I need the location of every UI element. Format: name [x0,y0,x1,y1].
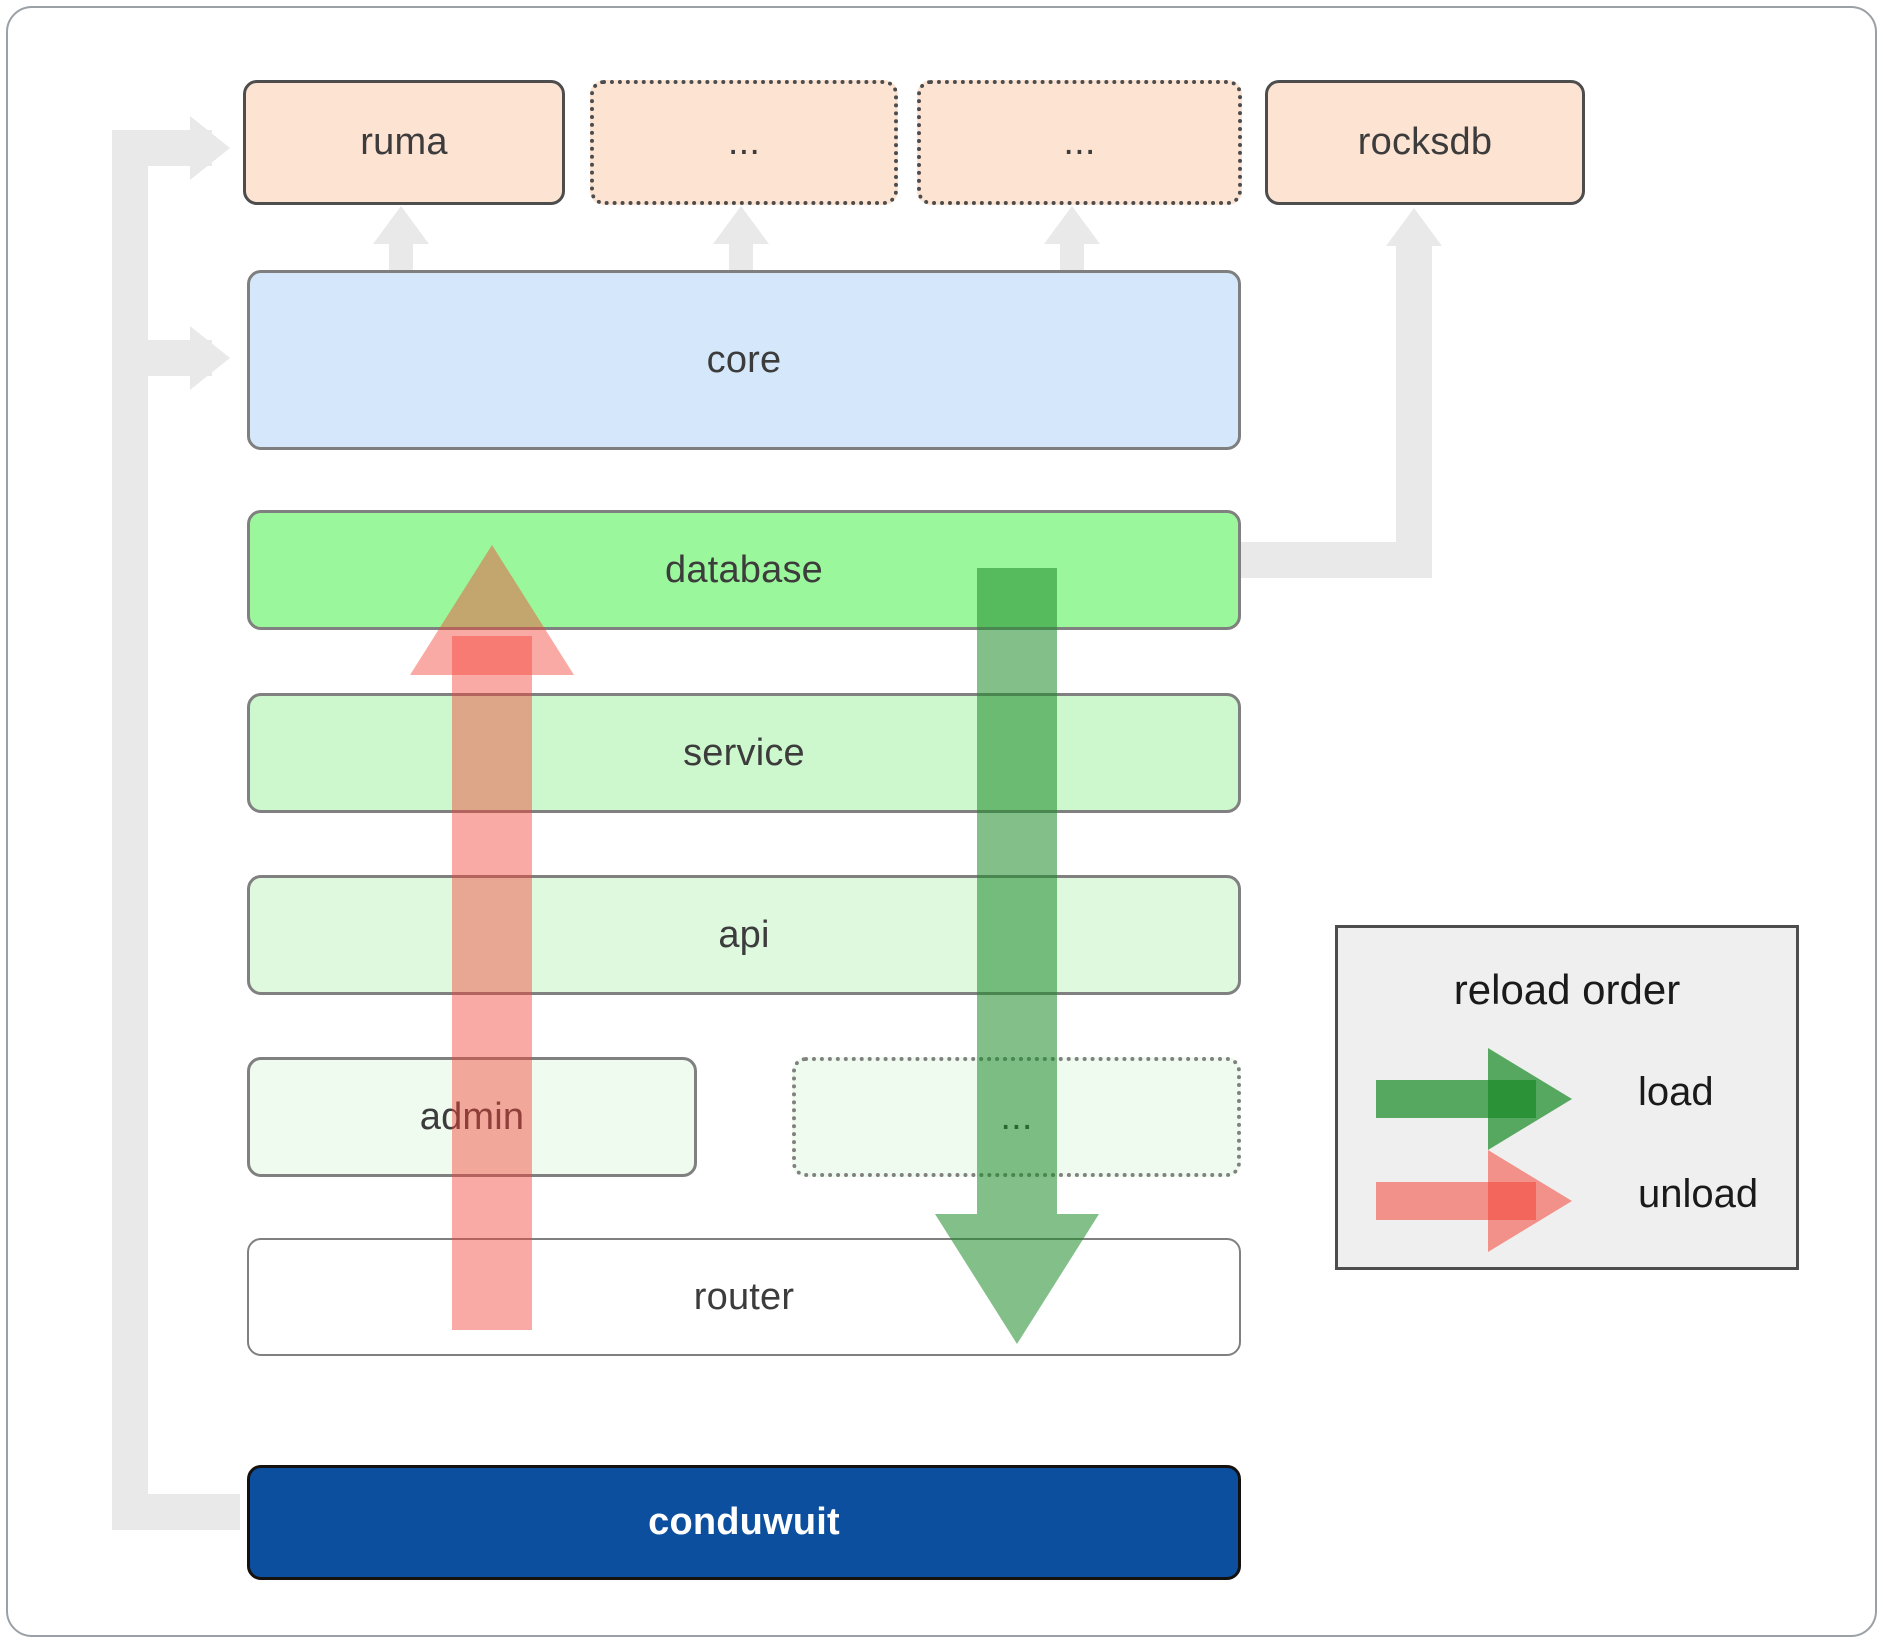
connector-to-conduwuit [112,1494,240,1530]
node-router[interactable]: router [247,1238,1241,1356]
node-service-label: service [683,731,805,774]
node-admin-label: admin [419,1095,525,1138]
node-ruma[interactable]: ruma [243,80,565,205]
node-api[interactable]: api [247,875,1241,995]
connector-arrowhead-rocksdb [1386,208,1442,246]
legend-load-label: load [1638,1070,1714,1114]
arrowhead-core-to-ext2 [1044,206,1100,244]
node-api-label: api [718,913,770,956]
legend-item-load: load [1338,1048,1796,1150]
node-rocksdb[interactable]: rocksdb [1265,80,1585,205]
node-database[interactable]: database [247,510,1241,630]
node-service[interactable]: service [247,693,1241,813]
node-ext-more-1[interactable]: ... [590,80,898,205]
legend-item-unload: unload [1338,1150,1796,1252]
node-rocksdb-label: rocksdb [1357,121,1493,163]
diagram-frame [6,6,1877,1637]
connector-arrowhead-core [190,326,230,390]
node-more-layer[interactable]: ... [792,1057,1241,1177]
legend-unload-label: unload [1638,1172,1759,1216]
connector-db-up [1396,240,1432,578]
legend-panel: reload order load unload [1335,925,1799,1270]
node-core-label: core [706,338,782,381]
connector-arrowhead-ruma [190,116,230,180]
node-core[interactable]: core [247,270,1241,450]
legend-title: reload order [1453,966,1681,1013]
node-ext-more-2-label: ... [1063,121,1096,163]
legend-unload-arrow-head [1488,1150,1572,1252]
node-ext-more-1-label: ... [727,121,761,163]
node-database-label: database [665,548,823,591]
node-more-layer-label: ... [1000,1095,1033,1138]
arrowhead-core-to-ext1 [713,206,769,244]
node-ext-more-2[interactable]: ... [917,80,1242,205]
node-admin[interactable]: admin [247,1057,697,1177]
node-conduwuit-label: conduwuit [648,1501,840,1543]
arrowhead-core-to-ruma [373,206,429,244]
legend-load-arrow-head [1488,1048,1572,1150]
node-ruma-label: ruma [360,121,448,163]
node-router-label: router [693,1275,795,1318]
node-conduwuit[interactable]: conduwuit [247,1465,1241,1580]
